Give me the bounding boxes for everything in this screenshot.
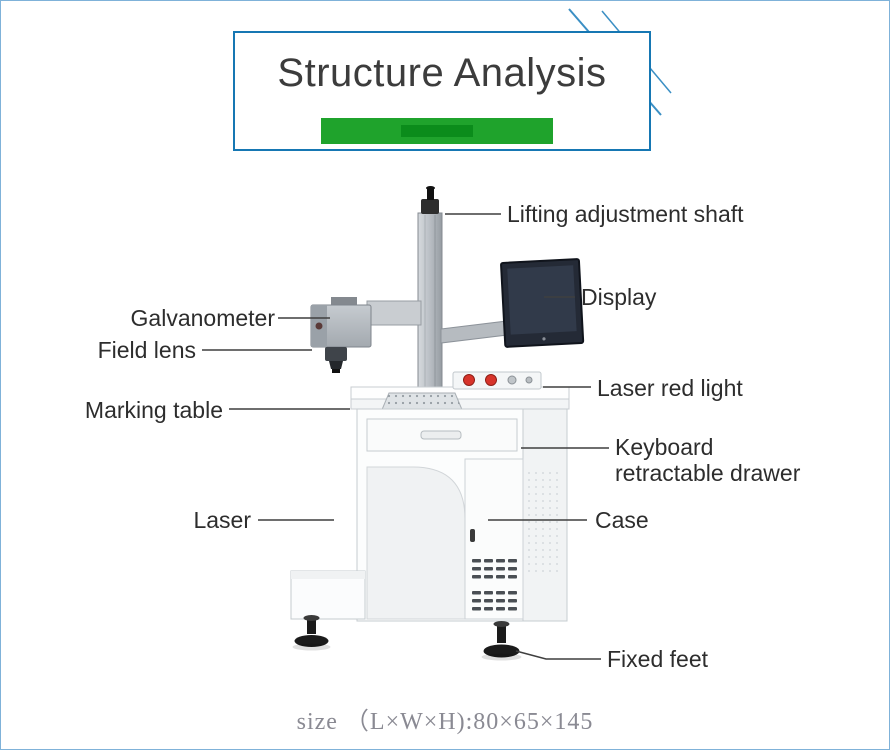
title-box: Structure Analysis <box>233 31 651 151</box>
label-case: Case <box>595 507 649 533</box>
marking-table-plate <box>380 392 464 413</box>
label-marking-table: Marking table <box>84 397 223 423</box>
cabinet-door <box>464 458 524 620</box>
field-lens <box>325 347 347 373</box>
label-galvanometer: Galvanometer <box>130 305 275 331</box>
laser-head-arm <box>366 300 422 326</box>
size-caption: size （L×W×H):80×65×145 <box>296 709 594 735</box>
control-panel <box>452 371 542 390</box>
label-field-lens: Field lens <box>97 337 196 363</box>
title-underline-bar <box>321 118 553 144</box>
monitor-arm <box>440 320 508 344</box>
label-lifting-adjustment-shaft: Lifting adjustment shaft <box>507 201 744 227</box>
arch-opening <box>366 466 466 620</box>
galvanometer-head <box>310 297 372 348</box>
label-laser: Laser <box>193 507 251 533</box>
cabinet <box>356 408 568 622</box>
label-display: Display <box>581 284 657 310</box>
page-title: Structure Analysis <box>277 51 607 95</box>
keyboard-drawer <box>366 418 518 452</box>
label-keyboard-retractable-drawer: Keyboard retractable drawer <box>615 434 801 487</box>
leader-lines <box>202 213 609 660</box>
vent-slots <box>472 559 517 611</box>
lifting-column <box>417 186 443 396</box>
label-fixed-feet: Fixed feet <box>607 646 708 672</box>
title-underline-inner <box>401 125 473 137</box>
fixed-foot-left <box>292 615 331 651</box>
fixed-foot-right <box>481 621 522 661</box>
label-laser-red-light: Laser red light <box>597 375 743 401</box>
laser-box <box>290 570 366 620</box>
display-monitor <box>500 258 585 348</box>
